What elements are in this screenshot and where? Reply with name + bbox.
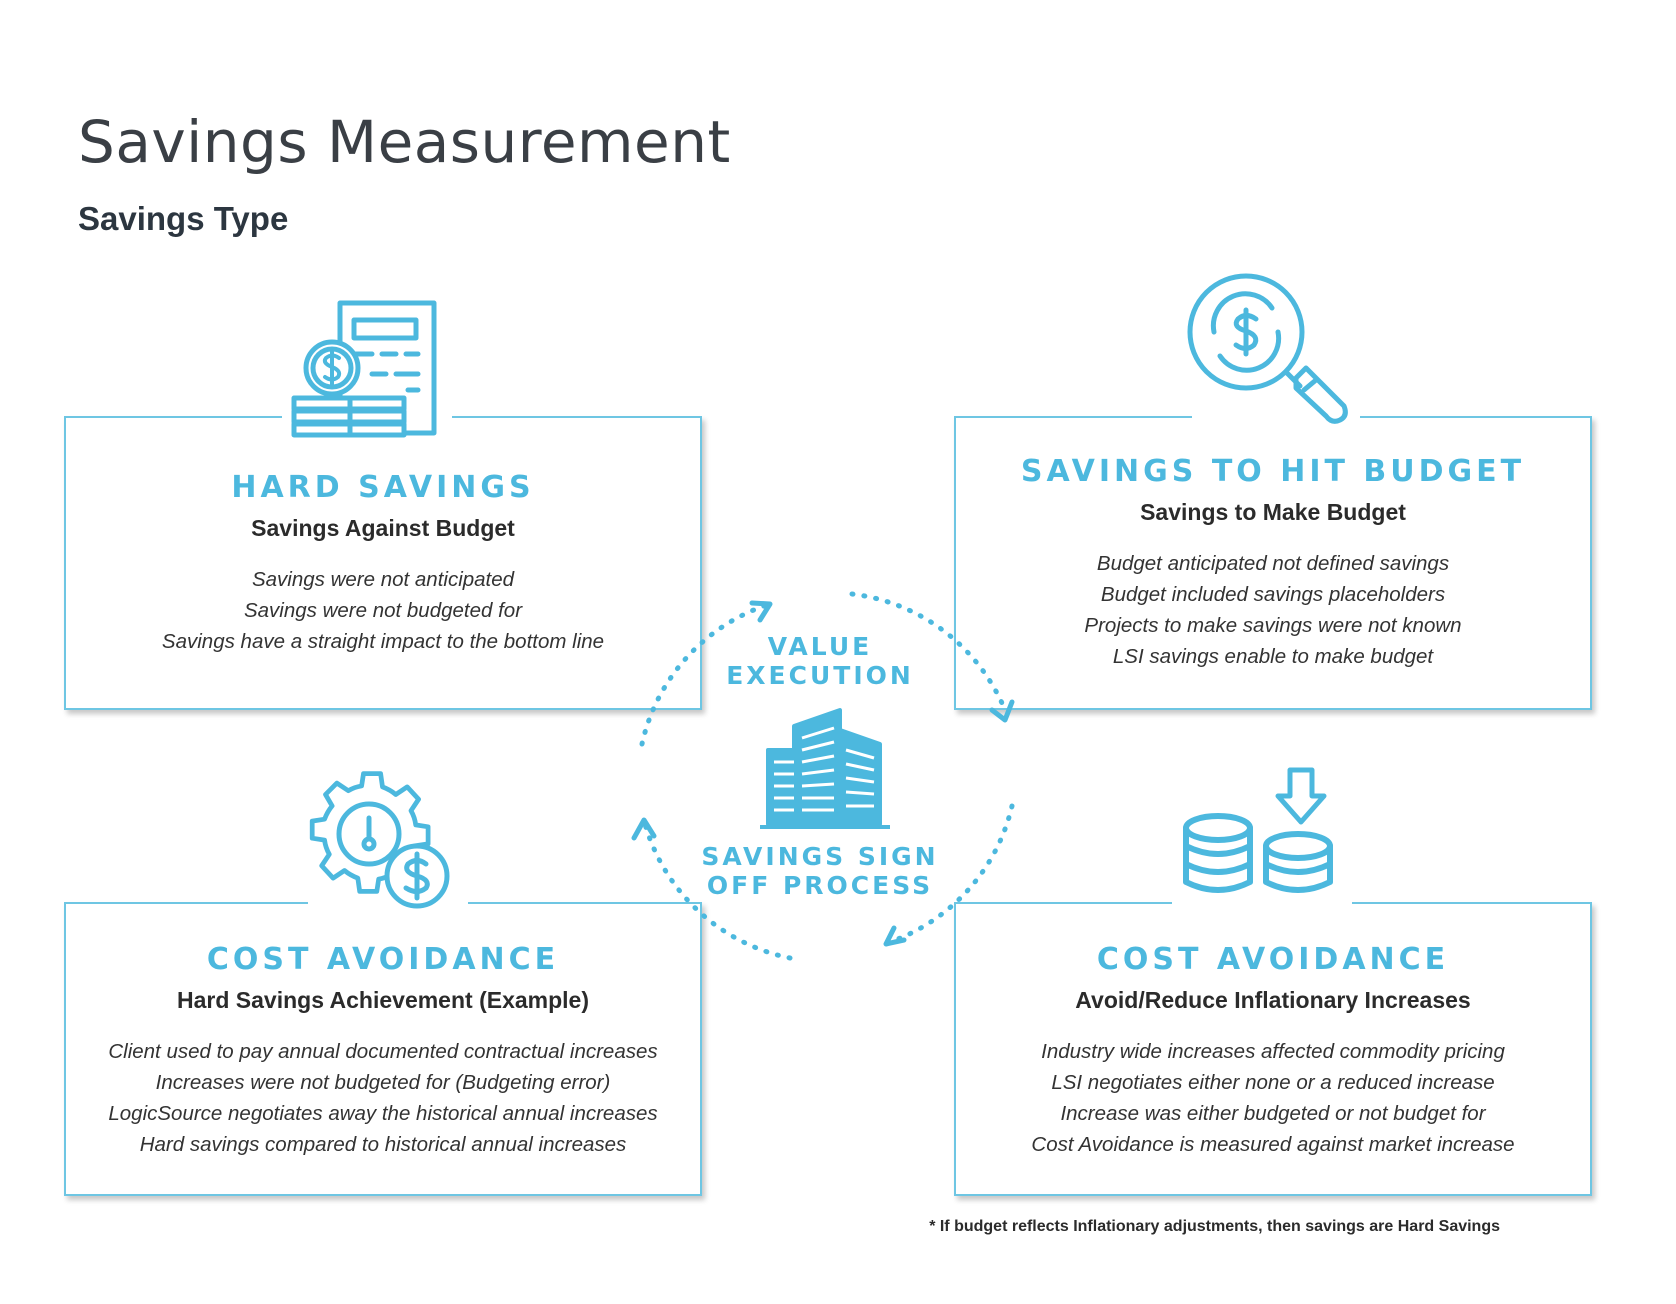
- card-lines: Client used to pay annual documented con…: [66, 1036, 700, 1160]
- budget-document-coins-icon: [291, 300, 437, 438]
- section-title: Savings Type: [78, 200, 289, 237]
- footnote: * If budget reflects Inflationary adjust…: [929, 1218, 1500, 1235]
- card-subheading: Avoid/Reduce Inflationary Increases: [1075, 987, 1471, 1013]
- magnifier-dollar-icon: [1187, 273, 1348, 424]
- card-line: Cost Avoidance is measured against marke…: [1031, 1133, 1515, 1156]
- card-subheading: Savings Against Budget: [251, 515, 515, 541]
- card-line: Hard savings compared to historical annu…: [139, 1133, 627, 1156]
- savings-sign-label: SAVINGS SIGN: [701, 842, 939, 871]
- execution-label: EXECUTION: [726, 661, 914, 690]
- page-title: Savings Measurement: [78, 108, 731, 176]
- card-heading: COST AVOIDANCE: [1096, 942, 1450, 977]
- card-lines: Budget anticipated not defined savings B…: [956, 548, 1590, 672]
- card-line: Increases were not budgeted for (Budgeti…: [155, 1071, 611, 1094]
- card-heading: SAVINGS TO HIT BUDGET: [1020, 454, 1526, 489]
- card-lines: Industry wide increases affected commodi…: [956, 1036, 1590, 1160]
- off-process-label: OFF PROCESS: [706, 871, 934, 900]
- card-line: Budget anticipated not defined savings: [1096, 552, 1450, 575]
- value-label: VALUE: [767, 632, 873, 661]
- value-execution-label: VALUE EXECUTION: [700, 632, 940, 690]
- cycle-arrows: [631, 591, 1015, 961]
- coin-stacks-down-arrow-icon: [1183, 767, 1333, 893]
- card-lines: Savings were not anticipated Savings wer…: [66, 564, 700, 657]
- card-line: Increase was either budgeted or not budg…: [1060, 1102, 1486, 1125]
- cost-avoidance-example-card: COST AVOIDANCE Hard Savings Achievement …: [64, 902, 702, 1196]
- card-line: Budget included savings placeholders: [1100, 583, 1446, 606]
- savings-to-hit-budget-card: SAVINGS TO HIT BUDGET Savings to Make Bu…: [954, 416, 1592, 710]
- card-line: Savings were not anticipated: [251, 568, 515, 591]
- card-subheading: Hard Savings Achievement (Example): [176, 987, 589, 1013]
- card-line: Client used to pay annual documented con…: [108, 1040, 658, 1063]
- hard-savings-card: HARD SAVINGS Savings Against Budget Savi…: [64, 416, 702, 710]
- card-line: LSI negotiates either none or a reduced …: [1051, 1071, 1495, 1094]
- card-heading: COST AVOIDANCE: [206, 942, 560, 977]
- card-line: Projects to make savings were not known: [1084, 614, 1462, 637]
- card-line: LSI savings enable to make budget: [1112, 645, 1434, 668]
- office-buildings-icon: [760, 708, 890, 829]
- card-line: Savings were not budgeted for: [243, 599, 523, 622]
- cost-avoidance-inflation-card: COST AVOIDANCE Avoid/Reduce Inflationary…: [954, 902, 1592, 1196]
- card-subheading: Savings to Make Budget: [1140, 499, 1406, 525]
- card-heading: HARD SAVINGS: [231, 470, 535, 505]
- savings-sign-off-label: SAVINGS SIGN OFF PROCESS: [690, 842, 950, 900]
- card-line: Savings have a straight impact to the bo…: [161, 630, 605, 653]
- card-line: Industry wide increases affected commodi…: [1041, 1040, 1505, 1063]
- gear-dollar-icon: [309, 771, 450, 909]
- card-line: LogicSource negotiates away the historic…: [108, 1102, 658, 1125]
